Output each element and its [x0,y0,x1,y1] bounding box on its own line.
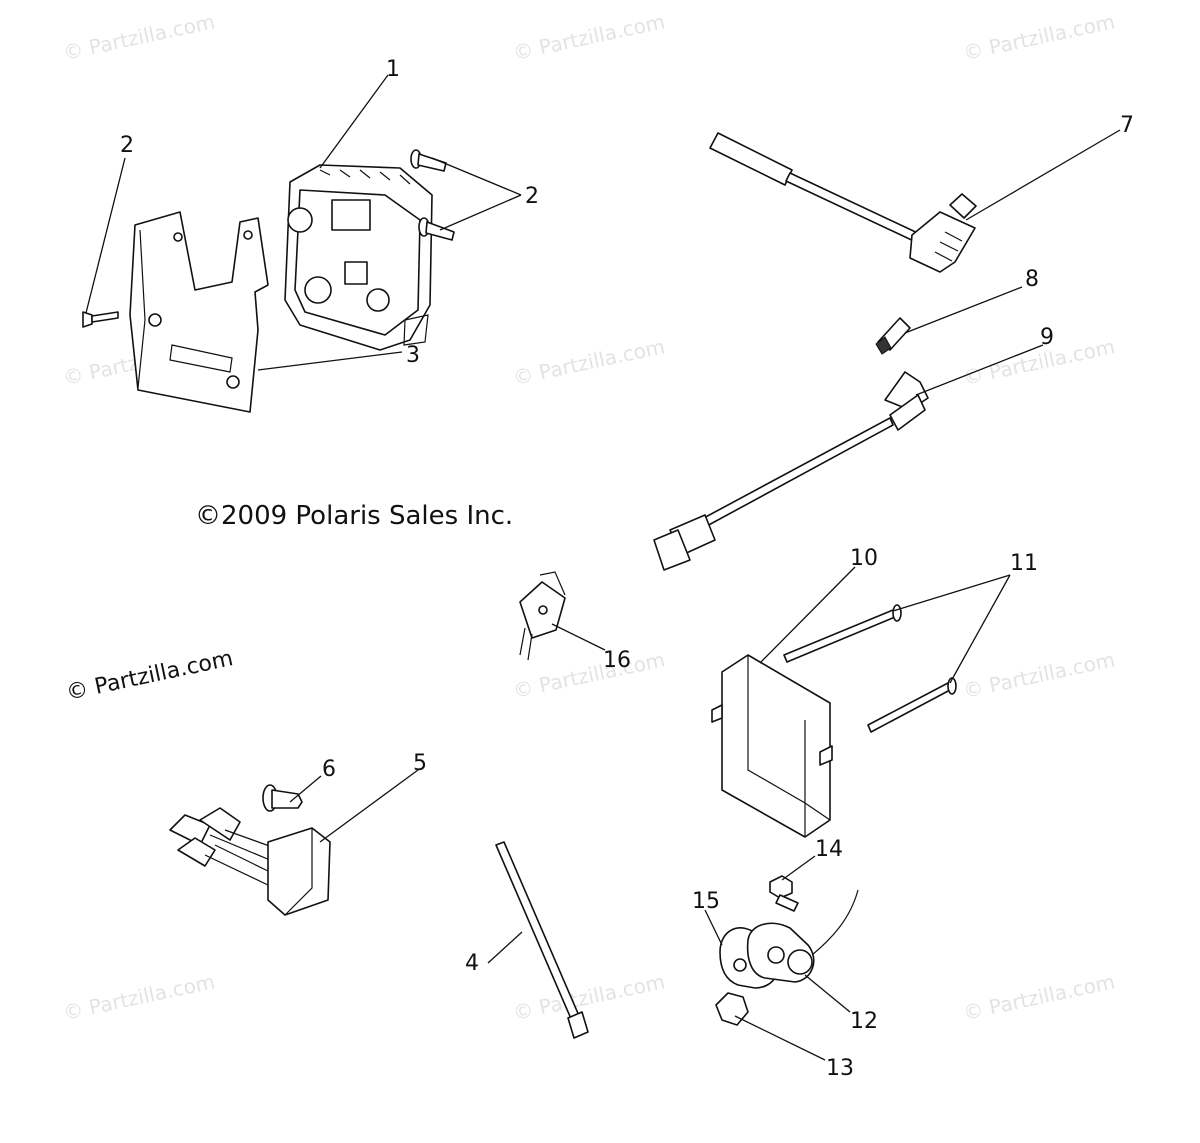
watermark: © Partzilla.com [511,969,667,1025]
watermark: © Partzilla.com [61,9,217,65]
part-2-screws [82,149,455,328]
watermark: © Partzilla.com [961,9,1117,65]
part-6-clip [262,784,303,812]
part-7-sensor-lead [709,132,977,273]
callout-9: 9 [1040,325,1054,350]
callout-11: 11 [1010,551,1038,576]
leader-lines [85,74,1121,1061]
part-10-control-unit [711,654,833,838]
part-13-plug [715,992,749,1026]
callout-12: 12 [850,1009,878,1034]
watermark: © Partzilla.com [511,9,667,65]
part-9-sensor-harness [653,371,929,571]
copyright-notice: ©2009 Polaris Sales Inc. [195,501,513,531]
callout-3: 3 [406,343,420,368]
watermark-prominent: © Partzilla.com [64,646,235,706]
callout-5: 5 [413,751,427,776]
callout-6: 6 [322,757,336,782]
callout-1: 1 [386,57,400,82]
callout-13: 13 [826,1056,854,1081]
callout-2-right: 2 [525,184,539,209]
watermark: © Partzilla.com [511,334,667,390]
callout-8: 8 [1025,267,1039,292]
part-8-fitting [875,317,911,355]
part-3-bracket [129,211,269,413]
callout-10: 10 [850,546,878,571]
callout-7: 7 [1120,113,1134,138]
part-12-sensor [746,889,859,983]
watermark: © Partzilla.com [961,647,1117,703]
callout-numbers: 1 2 2 3 4 5 6 7 8 9 10 11 12 13 14 15 16 [120,57,1134,1081]
part-1-module [284,164,433,351]
watermark: © Partzilla.com [61,969,217,1025]
part-4-cable-tie [495,841,589,1039]
part-16-switch [519,571,566,661]
callout-4: 4 [465,951,479,976]
callout-15: 15 [692,889,720,914]
part-5-wire-harness [169,807,331,916]
watermark: © Partzilla.com [961,969,1117,1025]
watermark: © Partzilla.com [511,647,667,703]
callout-2-left: 2 [120,133,134,158]
callout-16: 16 [603,648,631,673]
callout-14: 14 [815,837,843,862]
part-14-bolt [769,875,799,912]
